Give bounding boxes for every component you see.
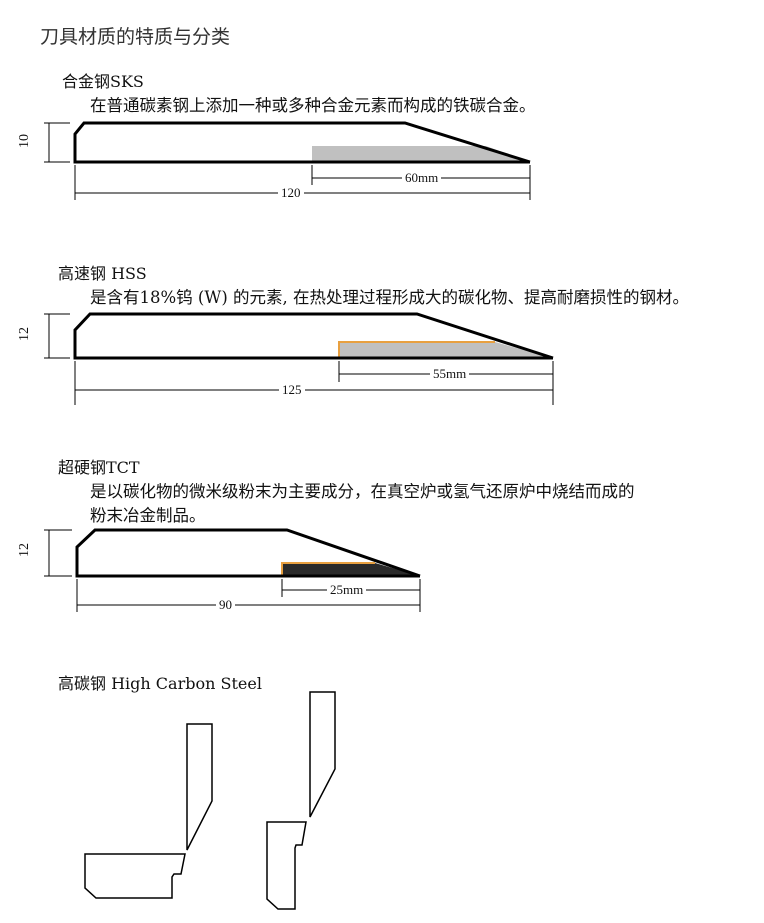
- sks-height-label: 10: [17, 134, 32, 148]
- section-sks-heading: 合金钢SKS: [62, 72, 144, 91]
- hcs-left-diagram: [84, 723, 213, 899]
- sks-tip-label: 60mm: [402, 170, 442, 186]
- sks-blade-diagram: [44, 121, 531, 200]
- page-title: 刀具材质的特质与分类: [40, 26, 231, 48]
- tct-tip-area: [282, 563, 420, 576]
- hss-height-label: 12: [17, 327, 32, 341]
- tct-height-label: 12: [17, 543, 32, 557]
- sks-blade-outline: [73, 121, 531, 164]
- tct-length-label: 90: [216, 597, 235, 613]
- section-sks-description: 在普通碳素钢上添加一种或多种合金元素而构成的铁碳合金。: [90, 96, 536, 115]
- hss-length-label: 125: [279, 382, 305, 398]
- hcs-right-diagram: [266, 691, 336, 910]
- section-hss-description: 是含有18%钨 (W) 的元素, 在热处理过程形成大的碳化物、提高耐磨损性的钢材…: [90, 288, 689, 307]
- tct-blade-diagram: [44, 528, 421, 612]
- hss-blade-outline: [73, 312, 554, 360]
- hss-tip-area: [339, 342, 553, 358]
- tct-tip-label: 25mm: [327, 582, 367, 598]
- tct-blade-outline: [75, 528, 421, 578]
- hss-blade-diagram: [44, 312, 554, 405]
- sks-length-label: 120: [278, 185, 304, 201]
- sks-tip-area: [312, 146, 530, 162]
- hss-tip-label: 55mm: [430, 366, 470, 382]
- section-hss-heading: 高速钢 HSS: [58, 264, 147, 283]
- section-tct-description-line1: 是以碳化物的微米级粉末为主要成分，在真空炉或氢气还原炉中烧结而成的: [90, 482, 635, 501]
- section-tct-heading: 超硬钢TCT: [58, 458, 140, 477]
- section-tct-description-line2: 粉末冶金制品。: [90, 506, 206, 525]
- section-hcs-heading: 高碳钢 High Carbon Steel: [58, 674, 262, 693]
